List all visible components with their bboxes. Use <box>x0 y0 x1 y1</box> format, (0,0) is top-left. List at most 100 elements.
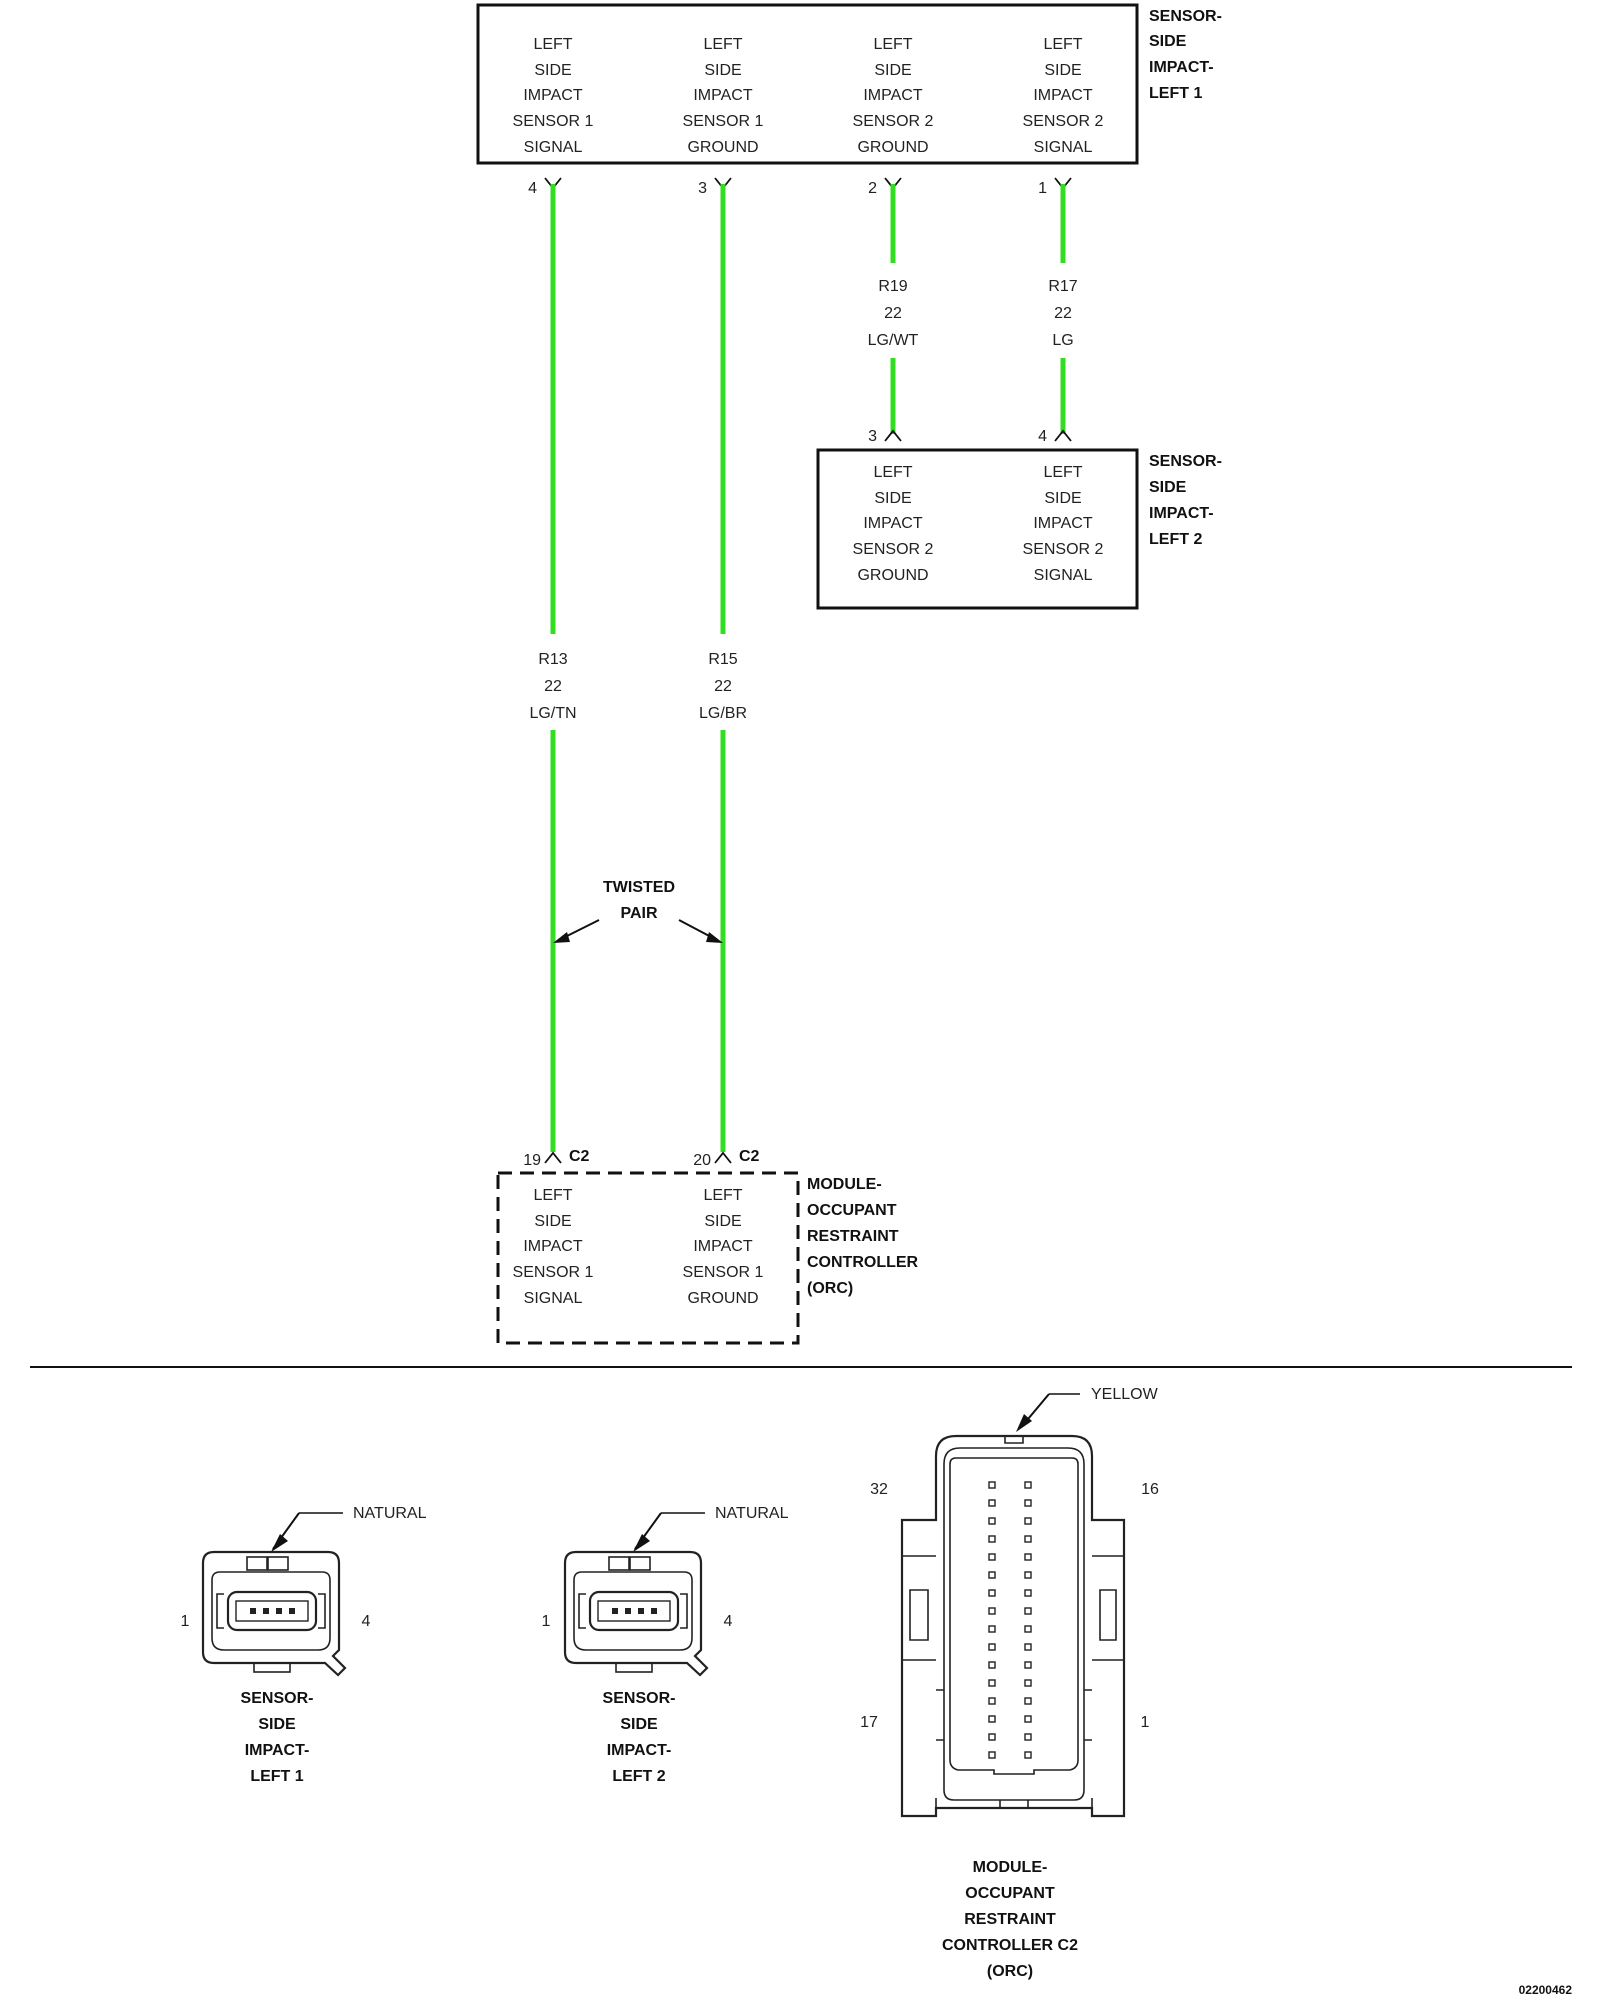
pin-label: 4 <box>362 1613 371 1630</box>
cell-line: SIGNAL <box>524 1290 583 1307</box>
cell-line: SENSOR 2 <box>1023 113 1104 130</box>
twisted-pair-arrow-left <box>562 919 600 939</box>
arrowhead-icon <box>553 932 570 943</box>
cell-line: GROUND <box>687 139 758 156</box>
cell-line: SIDE <box>534 62 571 79</box>
pin-label: 20 <box>693 1152 711 1169</box>
cell-line: LEFT <box>873 36 912 53</box>
sensor-left1-cell-4: LEFT SIDE IMPACT SENSOR 2 SIGNAL <box>1023 36 1104 156</box>
caption-line: SIDE <box>258 1716 296 1733</box>
cell-line: LEFT <box>1043 464 1082 481</box>
pin-label: 1 <box>542 1613 551 1630</box>
orc-box <box>496 1171 800 1345</box>
cell-line: LEFT <box>703 1187 742 1204</box>
cell-line: GROUND <box>857 139 928 156</box>
pin-cavity <box>988 1679 996 1687</box>
connector-side-rails <box>578 1593 688 1629</box>
connector-bottom-rail <box>935 1798 1093 1808</box>
arrowhead-icon <box>1016 1414 1032 1432</box>
pin-label: 4 <box>1038 428 1047 445</box>
pin-cavity <box>988 1643 996 1651</box>
pin-cavity <box>1024 1751 1032 1759</box>
title-line: SIDE <box>1149 33 1187 50</box>
cell-line: SIDE <box>704 62 741 79</box>
caption-line: OCCUPANT <box>965 1885 1055 1902</box>
cell-line: SENSOR 1 <box>683 1264 764 1281</box>
connector-color: YELLOW <box>1091 1386 1159 1403</box>
orc-pins: 19 20 C2 C2 <box>523 1148 759 1169</box>
caption-line: (ORC) <box>987 1963 1033 1980</box>
cell-line: LEFT <box>703 36 742 53</box>
pin-cavity <box>250 1608 256 1614</box>
orc-cell-2: LEFT SIDE IMPACT SENSOR 1 GROUND <box>683 1187 764 1307</box>
wire-color: LG <box>1052 332 1073 349</box>
terminal-mark <box>1054 429 1072 442</box>
connector-color: NATURAL <box>353 1505 427 1522</box>
sensor-left1-cell-1: LEFT SIDE IMPACT SENSOR 1 SIGNAL <box>513 36 594 156</box>
sensor-left1-cell-2: LEFT SIDE IMPACT SENSOR 1 GROUND <box>683 36 764 156</box>
cell-line: IMPACT <box>523 1238 582 1255</box>
connector-housing <box>563 1550 709 1677</box>
cell-line: SIDE <box>874 62 911 79</box>
sensor-left1-pins: 4 3 2 1 <box>528 177 1072 197</box>
caption-line: MODULE- <box>973 1859 1048 1876</box>
connector-tab <box>615 1662 653 1673</box>
arrowhead-icon <box>706 932 723 943</box>
twisted-pair-line: TWISTED <box>603 879 675 896</box>
pin-cavity <box>1024 1625 1032 1633</box>
pin-cavity <box>1024 1733 1032 1741</box>
pin-cavity <box>988 1697 996 1705</box>
cell-line: IMPACT <box>523 87 582 104</box>
wire-code: R13 <box>538 651 567 668</box>
wire-color: LG/TN <box>529 705 576 722</box>
pin-cavity <box>1024 1715 1032 1723</box>
pin-cavity <box>988 1589 996 1597</box>
wire-label-r17: R17 22 LG <box>1048 278 1077 349</box>
latch <box>608 1556 630 1571</box>
pin-cavity <box>1024 1643 1032 1651</box>
twisted-pair-label: TWISTED PAIR <box>603 879 675 922</box>
orc-cells: LEFT SIDE IMPACT SENSOR 1 SIGNAL LEFT SI… <box>513 1187 764 1307</box>
connector-face <box>226 1590 318 1632</box>
wire-gauge: 22 <box>714 678 732 695</box>
cell-line: IMPACT <box>863 515 922 532</box>
pin-cavity <box>625 1608 631 1614</box>
pin-cavity <box>988 1499 996 1507</box>
connector-inner-shell <box>943 1447 1085 1801</box>
connector-housing <box>900 1434 1126 1818</box>
wire-label-r15: R15 22 LG/BR <box>699 651 747 722</box>
cell-line: SIDE <box>704 1213 741 1230</box>
pin-label: 19 <box>523 1152 541 1169</box>
connector-view-left1: NATURAL 1 4 SENSOR- SIDE IMPACT- LEFT 1 <box>181 1505 427 1785</box>
wire-code: R17 <box>1048 278 1077 295</box>
pin-label: 3 <box>698 180 707 197</box>
arrowhead-icon <box>633 1534 650 1552</box>
pin-cavity <box>1024 1607 1032 1615</box>
pin-cavity <box>276 1608 282 1614</box>
connector-inner-shell <box>573 1571 693 1651</box>
caption-line: LEFT 1 <box>250 1768 303 1785</box>
pin-label: 16 <box>1141 1481 1159 1498</box>
pin-cavity-row <box>235 1600 309 1622</box>
cell-line: SENSOR 1 <box>513 113 594 130</box>
connector-caption: SENSOR- SIDE IMPACT- LEFT 1 <box>241 1690 314 1785</box>
housing-notch <box>1004 1436 1024 1444</box>
connector-face <box>949 1457 1079 1775</box>
orc-cell-1: LEFT SIDE IMPACT SENSOR 1 SIGNAL <box>513 1187 594 1307</box>
pin-cavity <box>988 1661 996 1669</box>
cell-line: SENSOR 1 <box>513 1264 594 1281</box>
title-line: SENSOR- <box>1149 453 1222 470</box>
pin-cavity <box>1024 1589 1032 1597</box>
pin-cavities-right-column <box>1024 1481 1032 1759</box>
wire-color: LG/BR <box>699 705 747 722</box>
wire-code: R15 <box>708 651 737 668</box>
connector-face <box>588 1590 680 1632</box>
title-line: CONTROLLER <box>807 1254 919 1271</box>
pin-cavity <box>988 1733 996 1741</box>
pin-cavity <box>1024 1499 1032 1507</box>
wire-code: R19 <box>878 278 907 295</box>
connector-housing <box>201 1550 347 1677</box>
pin-cavity <box>1024 1553 1032 1561</box>
pin-cavity <box>1024 1679 1032 1687</box>
pin-cavity <box>988 1535 996 1543</box>
